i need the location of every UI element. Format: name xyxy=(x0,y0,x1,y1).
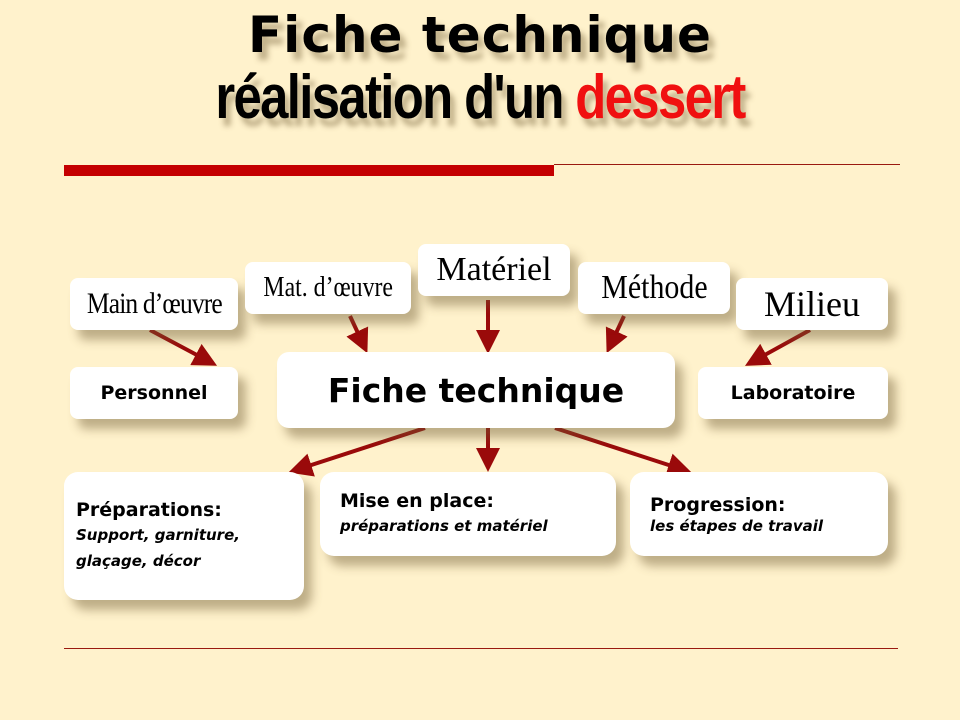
arrow-main-oeuvre-to-personnel xyxy=(149,328,218,366)
node-methode: Méthode xyxy=(578,262,730,314)
arrow-methode-to-fiche xyxy=(605,315,628,354)
node-preparations: Préparations: Support, garniture, glaçag… xyxy=(64,472,304,600)
node-label: Laboratoire xyxy=(730,382,856,404)
arrow-mat-oeuvre-to-fiche xyxy=(346,315,369,354)
node-mat-d-oeuvre: Mat. d’œuvre xyxy=(245,262,411,314)
title-line-2: réalisation d'un dessert xyxy=(86,62,873,133)
footer-divider xyxy=(64,648,898,649)
node-label: Mat. d’œuvre xyxy=(263,272,393,303)
node-mise-en-place: Mise en place: préparations et matériel xyxy=(320,472,616,556)
arrow-milieu-to-laboratoire xyxy=(744,328,811,366)
node-label: Méthode xyxy=(600,269,708,306)
node-detail-line: Support, garniture, xyxy=(76,526,240,544)
node-heading: Préparations: xyxy=(76,499,222,521)
node-detail-line: les étapes de travail xyxy=(650,517,823,535)
node-milieu: Milieu xyxy=(736,278,888,330)
arrow-fiche-to-progression xyxy=(554,426,692,477)
node-label: Matériel xyxy=(436,251,552,288)
title-underline-thin xyxy=(554,164,900,165)
title-underline-thick xyxy=(64,165,554,176)
arrow-fiche-to-preparations xyxy=(288,426,426,477)
node-label: Fiche technique xyxy=(327,370,625,410)
node-personnel: Personnel xyxy=(70,367,238,419)
node-detail-line: préparations et matériel xyxy=(340,517,548,535)
node-main-d-oeuvre: Main d’œuvre xyxy=(70,278,238,330)
node-fiche-technique: Fiche technique xyxy=(277,352,675,428)
node-materiel: Matériel xyxy=(418,244,570,296)
node-label: Main d’œuvre xyxy=(86,287,223,320)
node-detail-line: glaçage, décor xyxy=(76,552,201,570)
title-accent-word: dessert xyxy=(575,63,746,132)
title-line-2-prefix: réalisation d'un xyxy=(215,63,576,132)
node-heading: Mise en place: xyxy=(340,490,494,512)
title-line-1: Fiche technique xyxy=(248,6,712,64)
node-label: Milieu xyxy=(764,284,860,324)
node-heading: Progression: xyxy=(650,494,786,516)
node-label: Personnel xyxy=(100,382,208,404)
node-progression: Progression: les étapes de travail xyxy=(630,472,888,556)
node-laboratoire: Laboratoire xyxy=(698,367,888,419)
